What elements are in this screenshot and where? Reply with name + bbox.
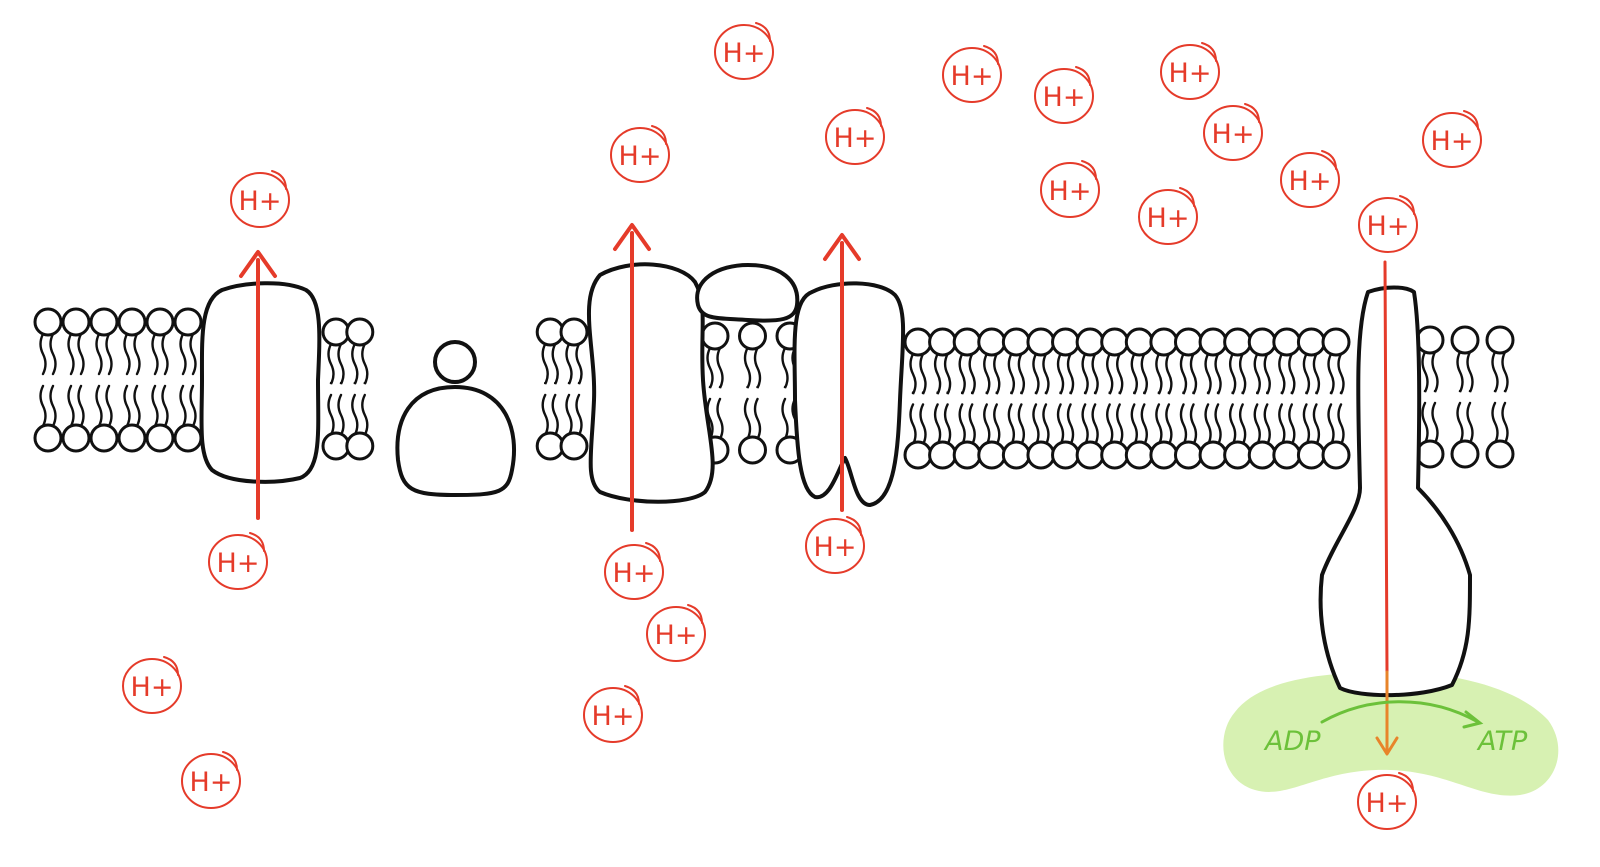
proton-ions: H+ H+ H+ H+ H+ H+ H+ H+ H+ H+ H+ H+ H+ H+ H+ H+ H+ H+ H+ H+… xyxy=(122,22,1482,830)
proton-label: H+ xyxy=(613,558,656,589)
phospholipid xyxy=(345,317,375,461)
phospholipid xyxy=(1149,327,1179,470)
phospholipid xyxy=(535,317,565,461)
phospholipid xyxy=(977,327,1007,470)
proton-ion: H+ xyxy=(805,516,865,574)
proton-ion: H+ xyxy=(610,125,670,183)
adp-to-atp-arrow xyxy=(1320,700,1480,724)
proton-ion: H+ xyxy=(646,604,706,662)
cytochrome-c xyxy=(695,263,800,323)
proton-label: H+ xyxy=(131,672,174,703)
phospholipid xyxy=(1321,327,1351,470)
phospholipid xyxy=(1198,327,1228,470)
proton-arrow-complex-i xyxy=(239,250,277,520)
phospholipid xyxy=(903,327,933,470)
proton-ion: H+ xyxy=(714,22,774,80)
proton-label: H+ xyxy=(1212,119,1255,150)
proton-ion: H+ xyxy=(1358,195,1418,253)
protein-complexes xyxy=(199,262,1472,698)
proton-ion: H+ xyxy=(1160,42,1220,100)
proton-ion: H+ xyxy=(208,532,268,590)
proton-label: H+ xyxy=(1431,126,1474,157)
phospholipid xyxy=(1272,327,1302,470)
phospholipid xyxy=(145,307,175,453)
phospholipid xyxy=(1001,327,1031,470)
phospholipid xyxy=(1124,327,1154,470)
proton-ion: H+ xyxy=(1034,66,1094,124)
phospholipid xyxy=(559,317,589,461)
phospholipid xyxy=(1100,327,1130,470)
phospholipid xyxy=(1075,327,1105,470)
proton-label: H+ xyxy=(217,548,260,579)
proton-label: H+ xyxy=(239,186,282,217)
proton-ion: H+ xyxy=(583,685,643,743)
phospholipid xyxy=(928,327,958,470)
phospholipid xyxy=(173,307,203,453)
proton-ion: H+ xyxy=(122,656,182,714)
proton-ion: H+ xyxy=(825,107,885,165)
proton-label: H+ xyxy=(834,123,877,154)
complex-ii xyxy=(395,385,517,497)
atp-synthase xyxy=(1318,285,1472,698)
complex-iii xyxy=(586,262,715,504)
proton-ion: H+ xyxy=(230,170,290,228)
proton-label: H+ xyxy=(1289,166,1332,197)
proton-label: H+ xyxy=(592,701,635,732)
phospholipid xyxy=(61,307,91,453)
phospholipid xyxy=(33,307,63,453)
phospholipid xyxy=(321,317,351,461)
atp-synthesis-region xyxy=(1223,672,1559,796)
proton-label: H+ xyxy=(723,38,766,69)
complex-iv xyxy=(792,281,906,507)
lipid-bilayer xyxy=(33,307,1515,470)
phospholipid xyxy=(1247,327,1277,470)
proton-ion: H+ xyxy=(604,542,664,600)
phospholipid xyxy=(1223,327,1253,470)
proton-arrow-complex-iii xyxy=(613,223,651,532)
proton-label: H+ xyxy=(1366,788,1409,819)
ubiquinone xyxy=(433,340,477,384)
complex-i xyxy=(199,281,322,484)
proton-label: H+ xyxy=(619,141,662,172)
proton-label: H+ xyxy=(1147,203,1190,234)
phospholipid xyxy=(1051,327,1081,470)
proton-ion: H+ xyxy=(181,751,241,809)
proton-label: H+ xyxy=(655,620,698,651)
proton-ion: H+ xyxy=(942,45,1002,103)
proton-ion: H+ xyxy=(1280,150,1340,208)
proton-ion: H+ xyxy=(1203,103,1263,161)
proton-label: H+ xyxy=(951,61,994,92)
proton-arrow-atp-synthase xyxy=(1375,260,1399,756)
proton-label: H+ xyxy=(1043,82,1086,113)
adp-to-atp-arrowhead xyxy=(1462,710,1484,729)
phospholipid xyxy=(1026,327,1056,470)
phospholipid xyxy=(952,327,982,470)
atp-label: ATP xyxy=(1476,726,1528,757)
proton-label: H+ xyxy=(814,532,857,563)
adp-label: ADP xyxy=(1263,726,1321,757)
phospholipid xyxy=(1485,325,1515,469)
proton-label: H+ xyxy=(190,767,233,798)
proton-pump-arrows xyxy=(239,223,1399,756)
proton-ion: H+ xyxy=(1138,187,1198,245)
phospholipid xyxy=(1173,327,1203,470)
proton-ion: H+ xyxy=(1040,160,1100,218)
proton-label: H+ xyxy=(1367,211,1410,242)
phospholipid xyxy=(738,321,767,465)
phospholipid xyxy=(1450,325,1480,469)
phospholipid xyxy=(1296,327,1326,470)
phospholipid xyxy=(89,307,119,453)
proton-label: H+ xyxy=(1049,176,1092,207)
phospholipid xyxy=(117,307,147,453)
proton-ion: H+ xyxy=(1422,110,1482,168)
proton-label: H+ xyxy=(1169,58,1212,89)
proton-ion: H+ xyxy=(1357,772,1417,830)
proton-arrow-complex-iv xyxy=(823,233,861,512)
